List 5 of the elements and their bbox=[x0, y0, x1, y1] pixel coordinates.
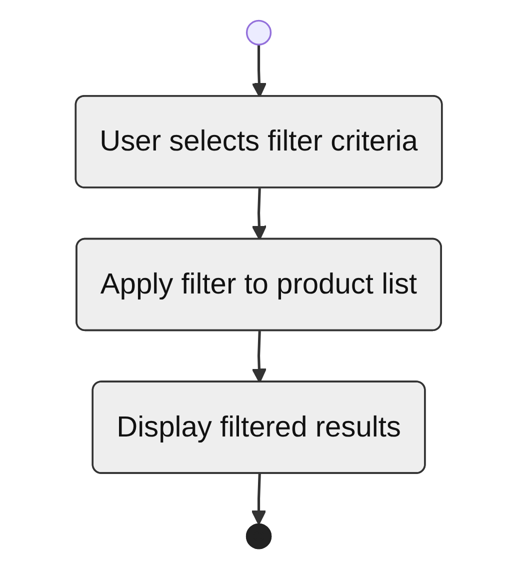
arrow bbox=[252, 188, 267, 240]
arrow bbox=[251, 474, 267, 526]
arrow bbox=[252, 44, 267, 98]
node-circle bbox=[246, 20, 272, 46]
arrow bbox=[252, 331, 267, 384]
